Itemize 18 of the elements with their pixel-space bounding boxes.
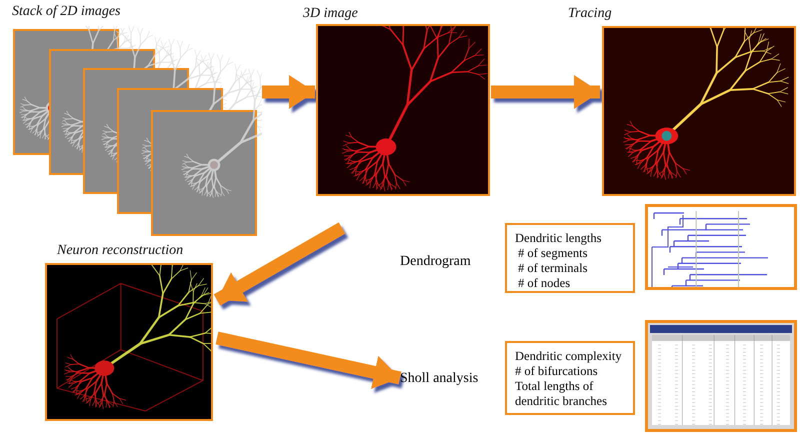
analysis-label: Dendrogram <box>400 254 472 270</box>
flow-arrow <box>216 332 402 390</box>
flow-arrow <box>262 75 315 109</box>
measure-text: Total lengths of dendritic branches <box>515 379 608 409</box>
flow-arrow <box>214 222 346 306</box>
measure-text: # of segments <box>517 246 588 261</box>
panel-heading: Stack of 2D images <box>12 4 120 20</box>
measures-box <box>505 223 635 293</box>
panel-heading: 3D image <box>303 6 358 22</box>
measures-box <box>505 341 635 415</box>
flow-arrow <box>491 75 600 109</box>
measure-text: Dendritic lengths <box>515 231 602 246</box>
measure-text: # of terminals <box>517 261 588 276</box>
measure-text: Dendritic complexity <box>515 349 623 364</box>
measure-text: # of nodes <box>517 276 572 291</box>
panel-heading: Tracing <box>568 6 612 22</box>
measure-text: # of bifurcations <box>515 364 599 379</box>
panel-heading: Neuron reconstruction <box>57 243 184 259</box>
